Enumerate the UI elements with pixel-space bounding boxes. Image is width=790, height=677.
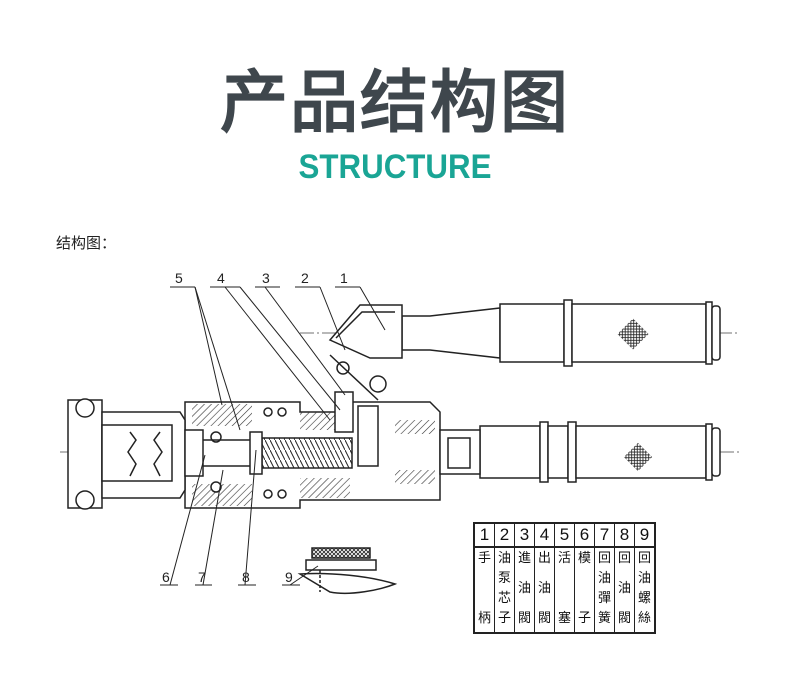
- legend-char: 閥: [537, 611, 551, 626]
- callout-5: 5: [175, 270, 183, 286]
- legend-number: 7: [594, 523, 615, 548]
- legend-char: 油: [517, 581, 531, 596]
- legend-name-row: 手柄 油泵芯子 進油閥 出油閥 活塞 模子 回油彈簧 回油閥 回油螺絲: [474, 547, 655, 633]
- legend-char: 子: [497, 611, 511, 626]
- legend-part-name: 回油螺絲: [634, 547, 655, 633]
- legend-char: 油: [497, 551, 511, 566]
- legend-part-name: 模子: [574, 547, 595, 633]
- legend-part-name: 油泵芯子: [494, 547, 515, 633]
- legend-part-name: 出油閥: [534, 547, 555, 633]
- callout-9: 9: [285, 569, 293, 585]
- legend-char: 手: [477, 551, 491, 566]
- ram-head: [67, 398, 250, 510]
- legend-char: 子: [577, 611, 591, 626]
- legend-char: 絲: [637, 611, 651, 626]
- legend-number-row: 1 2 3 4 5 6 7 8 9: [474, 523, 655, 548]
- legend-char: 回: [637, 551, 651, 566]
- legend-part-name: 手柄: [474, 547, 495, 633]
- page-title: 产品结构图: [219, 64, 570, 143]
- upper-handle: [328, 299, 721, 367]
- legend-part-name: 回油彈簧: [594, 547, 615, 633]
- section-label: 结构图：: [56, 234, 117, 252]
- parts-legend-table: 1 2 3 4 5 6 7 8 9 手柄 油泵芯子 進油閥 出油閥 活塞 模子 …: [473, 522, 656, 634]
- legend-char: 模: [577, 551, 591, 566]
- callout-3: 3: [262, 270, 270, 286]
- leader-lines: [160, 286, 386, 586]
- legend-number: 5: [554, 523, 575, 548]
- legend-char: 塞: [557, 611, 571, 626]
- legend-number: 8: [614, 523, 635, 548]
- callout-7: 7: [198, 569, 206, 585]
- callout-4: 4: [217, 270, 225, 286]
- legend-number: 4: [534, 523, 555, 548]
- legend-number: 6: [574, 523, 595, 548]
- legend-char: 活: [557, 551, 571, 566]
- legend-char: 簧: [597, 611, 611, 626]
- legend-char: 彈: [597, 591, 611, 606]
- callout-8: 8: [242, 569, 250, 585]
- legend-char: 芯: [497, 591, 511, 606]
- callout-2: 2: [301, 270, 309, 286]
- legend-char: 油: [537, 581, 551, 596]
- legend-char: 閥: [517, 611, 531, 626]
- return-screw: [297, 547, 398, 595]
- lower-handle: [479, 421, 721, 483]
- page-subtitle: STRUCTURE: [298, 148, 492, 186]
- legend-part-name: 回油閥: [614, 547, 635, 633]
- legend-char: 進: [517, 551, 531, 566]
- callout-6: 6: [162, 569, 170, 585]
- legend-part-name: 活塞: [554, 547, 575, 633]
- legend-char: 回: [617, 551, 631, 566]
- legend-char: 出: [537, 551, 551, 566]
- legend-char: 油: [597, 571, 611, 586]
- legend-number: 2: [494, 523, 515, 548]
- legend-char: 泵: [497, 571, 511, 586]
- legend-char: 閥: [617, 611, 631, 626]
- callout-1: 1: [340, 270, 348, 286]
- pump-body: [184, 354, 481, 509]
- legend-number: 1: [474, 523, 495, 548]
- legend-number: 3: [514, 523, 535, 548]
- legend-char: 螺: [637, 591, 651, 606]
- legend-number: 9: [634, 523, 655, 548]
- legend-char: 柄: [477, 611, 491, 626]
- legend-char: 油: [637, 571, 651, 586]
- legend-char: 油: [617, 581, 631, 596]
- legend-part-name: 進油閥: [514, 547, 535, 633]
- legend-char: 回: [597, 551, 611, 566]
